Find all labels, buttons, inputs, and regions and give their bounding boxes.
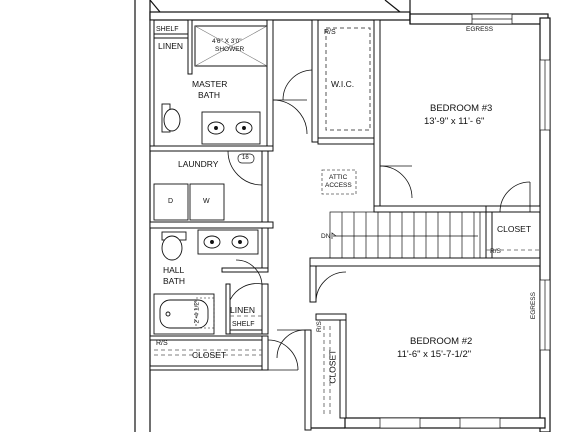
tub-dimension-bracket [195,297,215,329]
label-closet-bedroom2: CLOSET [327,349,338,384]
label-linen-top: LINEN [158,41,184,51]
attic-access-hatch [321,169,357,195]
label-bedroom3-size: 13'-9" x 11'- 6" [424,116,485,127]
label-tub-size: 2'-4 1/2" [193,299,201,324]
label-hall-bath-line2: BATH [163,276,186,286]
tag-16-box [237,153,255,164]
label-washer: W [203,198,210,205]
label-bedroom3-name: BEDROOM #3 [430,103,493,114]
label-egress-top: EGRESS [466,26,494,33]
label-linen-bottom: LINEN [230,305,256,315]
label-rs-bedroom2: R/S [315,321,323,332]
label-closet-bottom: CLOSET [192,350,227,360]
label-wic: W.I.C. [331,79,355,89]
label-shelf-bottom: SHELF [232,321,255,328]
doors [227,69,531,371]
label-master-bath-line1: MASTER [192,79,228,89]
label-bedroom2-size: 11'-6" x 15'-7-1/2" [397,349,472,360]
label-shower: SHOWER [215,46,245,53]
label-laundry: LAUNDRY [178,159,219,169]
label-rs-closet-right: R/S [490,248,501,255]
fixtures [153,103,261,335]
windows [379,13,551,429]
label-rs-wic: R/S [324,29,336,36]
staircase [329,211,481,259]
label-dryer: D [168,198,174,205]
label-closet-right: CLOSET [497,224,532,234]
label-egress-right: EGRESS [529,292,537,320]
label-hall-bath-line1: HALL [163,265,185,275]
label-master-bath-line2: BATH [198,90,221,100]
shelves [154,249,540,416]
label-rs-closet-bottom: R/S [156,340,168,347]
label-shower-size: 4'6" X 3'0" [212,38,242,45]
label-dn: DN [321,233,331,240]
label-tag-16: 16 [242,155,249,161]
label-attic-line1: ATTIC [329,174,348,181]
label-attic-line2: ACCESS [325,182,352,189]
label-bedroom2-name: BEDROOM #2 [410,336,473,347]
label-shelf-top: SHELF [156,26,179,33]
